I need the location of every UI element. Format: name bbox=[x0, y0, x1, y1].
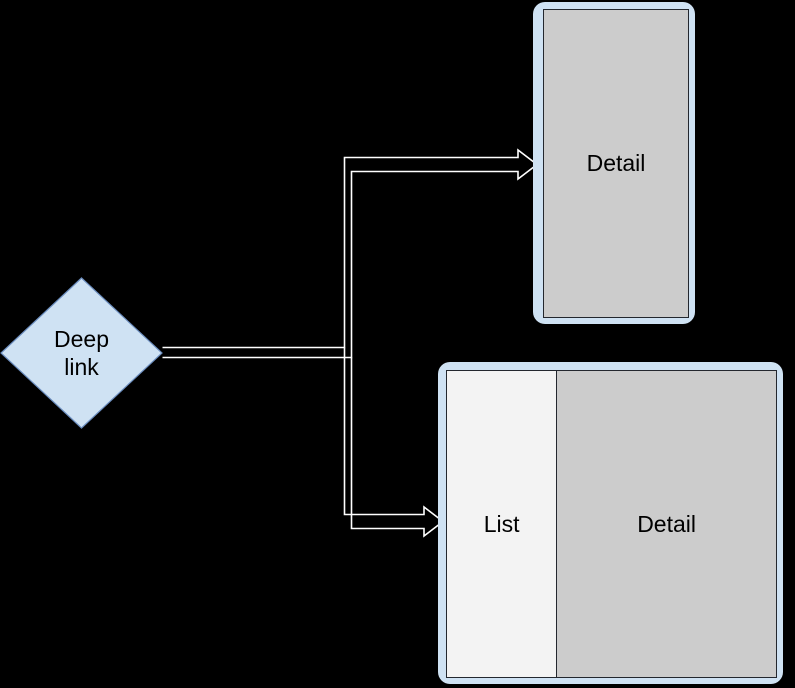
edge-deep-link-to-detail bbox=[162, 148, 539, 359]
single-pane-detail-label: Detail bbox=[586, 150, 646, 176]
single-pane-detail[interactable]: Detail bbox=[544, 10, 688, 317]
two-pane-list-label: List bbox=[483, 510, 520, 537]
two-pane-list[interactable]: List bbox=[447, 371, 558, 677]
node-deep-link[interactable]: Deep link bbox=[0, 277, 163, 429]
node-single-pane-screen[interactable]: Detail bbox=[533, 2, 695, 324]
two-pane-screen-body: List Detail bbox=[446, 370, 777, 678]
two-pane-detail[interactable]: Detail bbox=[557, 371, 776, 677]
diamond-shape bbox=[0, 277, 163, 429]
single-pane-screen-body: Detail bbox=[543, 9, 689, 318]
two-pane-detail-label: Detail bbox=[637, 510, 696, 537]
node-two-pane-screen[interactable]: List Detail bbox=[438, 362, 783, 684]
edge-deep-link-to-list-detail bbox=[343, 347, 445, 538]
